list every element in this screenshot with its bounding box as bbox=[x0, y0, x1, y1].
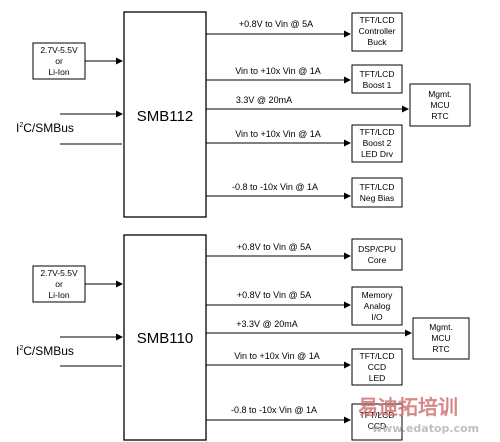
smb110-out4-block-line1: TFT/LCD bbox=[360, 351, 395, 361]
smb110-bus-label: I2C/SMBus bbox=[16, 344, 74, 358]
smb110-mcu-line1: Mgmt. bbox=[429, 322, 453, 332]
smb110-out5-block-line1: TFT/LCD bbox=[360, 410, 395, 420]
smb112-out4-block-line1: TFT/LCD bbox=[360, 127, 395, 137]
smb110-mcu-line2: MCU bbox=[431, 333, 450, 343]
smb112-power-input-line1: 2.7V-5.5V bbox=[40, 45, 78, 55]
smb110-out2-block-line2: Analog bbox=[364, 301, 391, 311]
smb112-mcu-line2: MCU bbox=[430, 100, 449, 110]
smb112-out1-block-line1: TFT/LCD bbox=[360, 15, 395, 25]
smb110-out4-block bbox=[351, 348, 403, 386]
smb112-chip bbox=[123, 11, 207, 218]
smb112-power-input-line3: Li-Ion bbox=[48, 67, 70, 77]
smb112-out1-block-line2: Controller bbox=[359, 26, 396, 36]
smb110-power-input-line1: 2.7V-5.5V bbox=[40, 268, 78, 278]
smb110-out4-label: Vin to +10x Vin @ 1A bbox=[234, 351, 320, 361]
smb112-out4-block-line3: LED Drv bbox=[361, 149, 394, 159]
smb112-section: SMB112 2.7V-5.5V or Li-Ion I2C/SMBus +0.… bbox=[16, 11, 471, 218]
smb110-out2-label: +0.8V to Vin @ 5A bbox=[237, 290, 311, 300]
smb110-power-input-line2: or bbox=[55, 279, 63, 289]
smb110-chip-label: SMB110 bbox=[137, 330, 193, 347]
smb112-mcu-line3: RTC bbox=[431, 111, 448, 121]
smb110-out5-label: -0.8 to -10x Vin @ 1A bbox=[231, 405, 317, 415]
smb110-out5-block-line2: CCD bbox=[368, 421, 386, 431]
smb110-power-input-box bbox=[32, 265, 86, 303]
smb112-out1-block-line3: Buck bbox=[368, 37, 388, 47]
smb112-out2-block bbox=[351, 64, 403, 94]
smb112-out5-block-line2: Neg Bias bbox=[360, 193, 395, 203]
smb110-mcu-block bbox=[412, 317, 470, 360]
smb112-out5-block-line1: TFT/LCD bbox=[360, 182, 395, 192]
smb110-chip bbox=[123, 234, 207, 441]
smb110-out4-block-line2: CCD bbox=[368, 362, 386, 372]
smb112-out1-label: +0.8V to Vin @ 5A bbox=[239, 19, 313, 29]
smb112-out5-label: -0.8 to -10x Vin @ 1A bbox=[232, 182, 318, 192]
watermark: 易迪拓培训 www.edatop.com bbox=[358, 395, 479, 435]
smb112-out4-label: Vin to +10x Vin @ 1A bbox=[235, 129, 321, 139]
smb110-mcu-line3: RTC bbox=[432, 344, 449, 354]
smb112-bus-label: I2C/SMBus bbox=[16, 121, 74, 135]
smb112-out2-label: Vin to +10x Vin @ 1A bbox=[235, 66, 321, 76]
smb110-out2-block bbox=[351, 286, 403, 326]
smb110-out1-label: +0.8V to Vin @ 5A bbox=[237, 242, 311, 252]
smb112-out4-block bbox=[351, 124, 403, 163]
smb110-power-input-line3: Li-Ion bbox=[48, 290, 70, 300]
smb112-out4-block-line2: Boost 2 bbox=[363, 138, 392, 148]
smb110-out5-block bbox=[351, 403, 403, 441]
smb112-mcu-line1: Mgmt. bbox=[428, 89, 452, 99]
smb112-out2-block-line1: TFT/LCD bbox=[360, 69, 395, 79]
smb110-out4-block-line3: LED bbox=[369, 373, 386, 383]
smb112-power-input-line2: or bbox=[55, 56, 63, 66]
smb110-out1-block-line2: Core bbox=[368, 255, 387, 265]
smb112-out2-block-line2: Boost 1 bbox=[363, 80, 392, 90]
smb112-out5-block bbox=[351, 177, 403, 208]
smb110-out2-block-line1: Memory bbox=[362, 290, 393, 300]
smb112-power-input-box bbox=[32, 42, 86, 80]
smb110-out3-label: +3.3V @ 20mA bbox=[236, 319, 297, 329]
smb110-out1-block bbox=[351, 238, 403, 271]
smb110-out2-block-line3: I/O bbox=[371, 312, 383, 322]
smb112-chip-label: SMB112 bbox=[137, 108, 193, 125]
watermark-cn: 易迪拓培训 bbox=[358, 395, 458, 419]
smb110-section: SMB110 2.7V-5.5V or Li-Ion I2C/SMBus +0.… bbox=[16, 234, 470, 441]
smb110-out1-block-line1: DSP/CPU bbox=[358, 244, 396, 254]
smb112-out1-block bbox=[351, 12, 403, 52]
watermark-url: www.edatop.com bbox=[372, 422, 479, 435]
smb112-out3-label: 3.3V @ 20mA bbox=[236, 95, 292, 105]
smb112-mcu-block bbox=[409, 83, 471, 127]
